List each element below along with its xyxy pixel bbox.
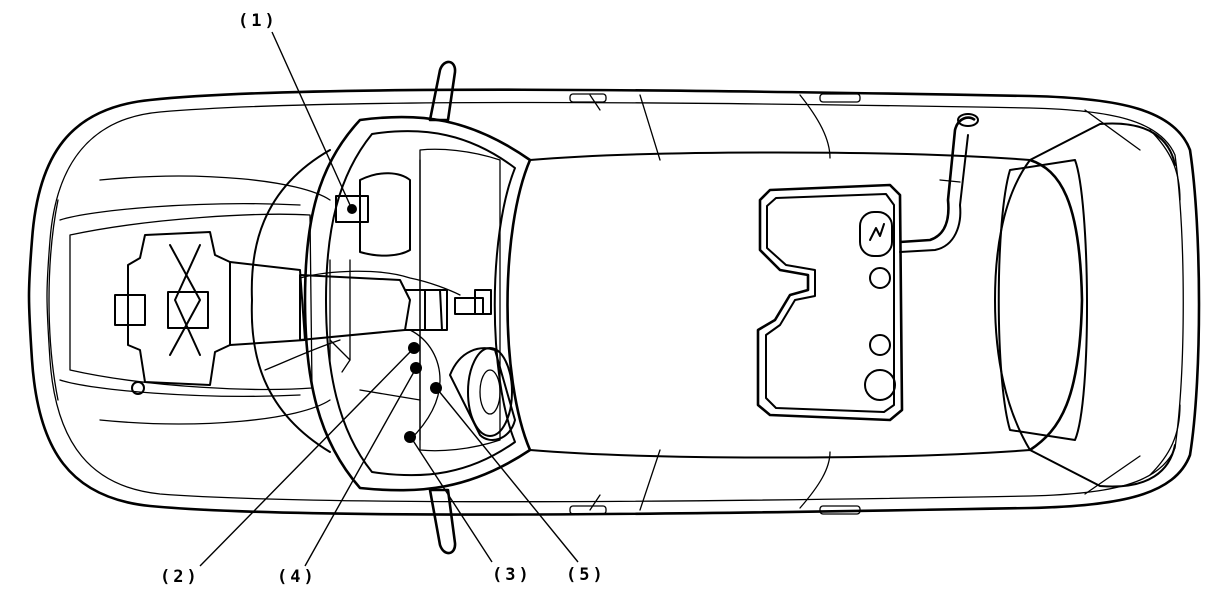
floor-panel-outline: [359, 329, 441, 441]
spare-tire: [449, 347, 516, 441]
side-mirror-right: [428, 488, 457, 555]
callout-label-1: (1): [238, 11, 278, 31]
roof-panel: [529, 93, 1181, 515]
side-mirror-left: [428, 60, 457, 122]
car-body-outline: [27, 88, 1201, 516]
leader-line-3: [411, 438, 493, 563]
callout-label-2: (2): [160, 567, 200, 587]
wiring-harness: [264, 270, 461, 373]
leader-line-1: [271, 31, 351, 206]
marker-1: [335, 195, 369, 223]
fuel-tank: [756, 183, 904, 422]
callout-label-4: (4): [277, 567, 317, 587]
marker-4: [410, 362, 422, 374]
callout-label-3: (3): [492, 565, 532, 585]
leader-line-4: [304, 369, 416, 567]
engine-assembly: [114, 231, 306, 395]
leader-line-5: [437, 389, 579, 563]
fuel-filler-pipe: [899, 113, 979, 253]
callout-label-5: (5): [566, 565, 606, 585]
propeller-shaft: [404, 289, 492, 331]
leader-line-2: [199, 349, 413, 567]
